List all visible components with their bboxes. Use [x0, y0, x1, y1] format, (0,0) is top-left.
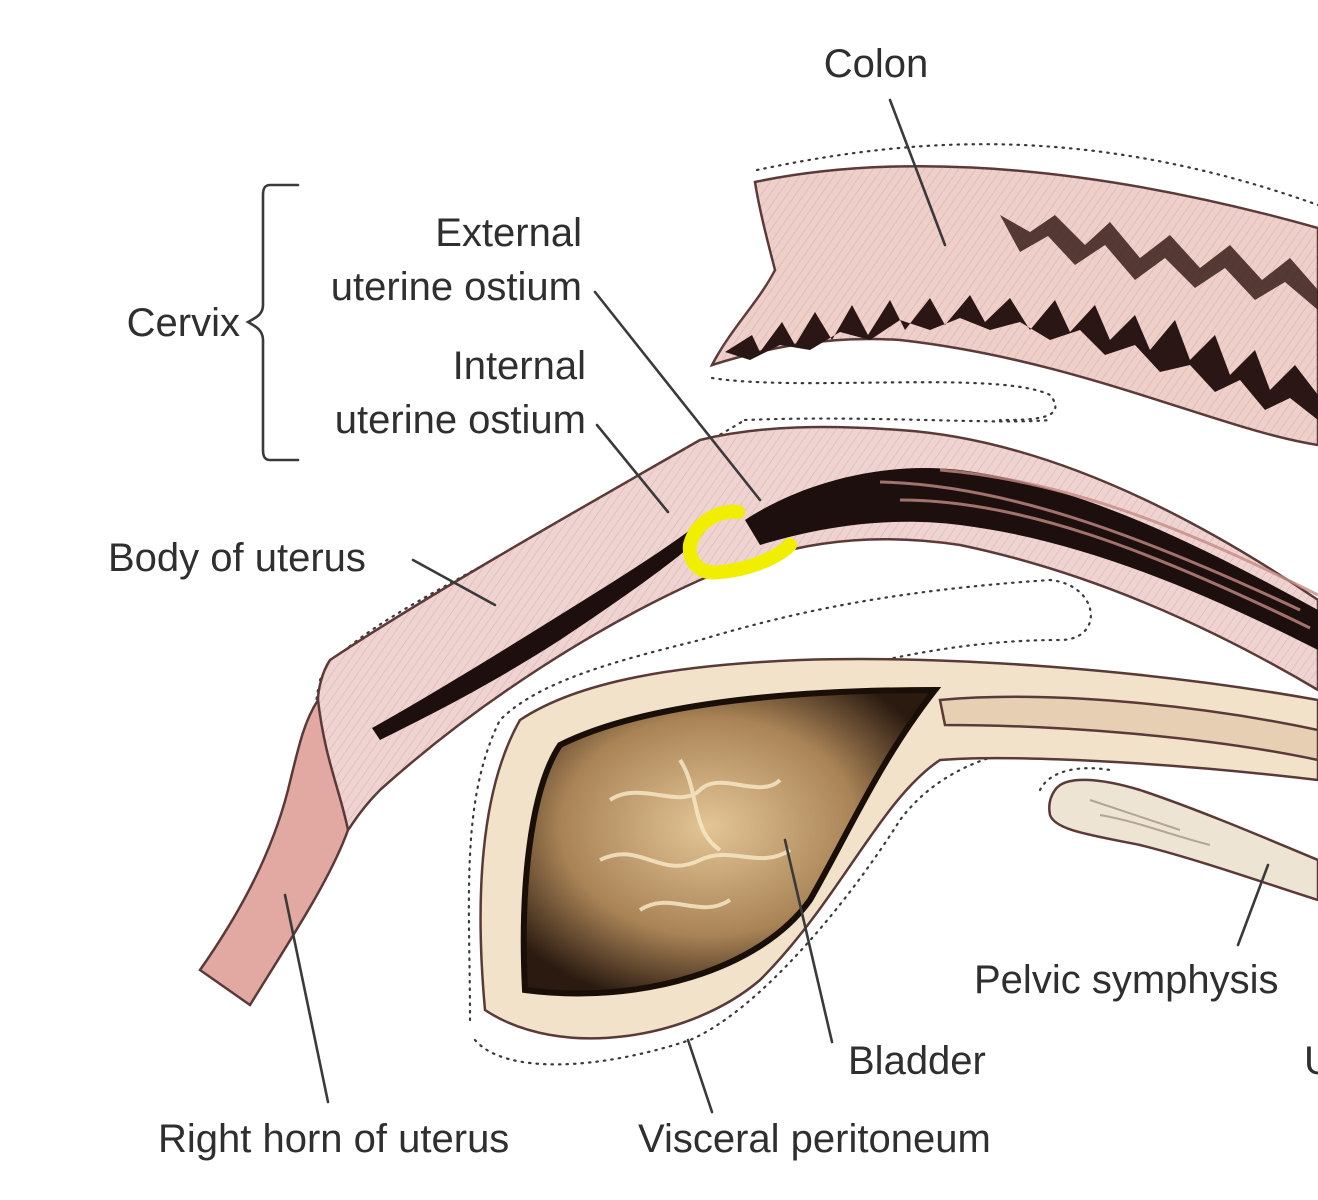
label-colon: Colon — [824, 42, 929, 86]
cervix-brace — [245, 183, 300, 462]
leader-lines — [245, 98, 1270, 1114]
bladder-mucosa-folds — [599, 758, 792, 912]
label-internal-ostium-line2: uterine ostium — [335, 398, 586, 442]
symphysis-bone — [1047, 778, 1318, 902]
label-pelvic-symphysis: Pelvic symphysis — [974, 958, 1279, 1002]
external-ostium-highlight — [682, 504, 797, 580]
colon-mucosa-folds — [725, 295, 1318, 420]
body-of-uterus-leader — [411, 558, 497, 607]
colon — [709, 143, 1318, 447]
label-bladder: Bladder — [848, 1039, 986, 1083]
urethra-stub — [938, 695, 1318, 762]
right-horn-leader — [283, 893, 330, 1104]
label-cervix: Cervix — [127, 301, 240, 345]
bladder — [479, 657, 1318, 1040]
bladder-lumen — [520, 686, 942, 997]
label-external-ostium-line1: External — [435, 211, 582, 255]
bladder-serosa-dots — [473, 743, 1062, 1066]
colon-leader — [888, 98, 947, 247]
label-body-of-uterus: Body of uterus — [108, 536, 366, 580]
label-internal-ostium-line1: Internal — [453, 344, 586, 388]
label-right-horn: Right horn of uterus — [158, 1117, 509, 1161]
cervical-canal — [745, 468, 1318, 650]
uterus — [198, 425, 1318, 1007]
label-cut-letter: U — [1304, 1039, 1318, 1083]
colon-serosa-dots — [710, 143, 1318, 422]
label-external-ostium-line2: uterine ostium — [331, 265, 582, 309]
colon-wall-hatch — [712, 166, 1318, 446]
cervical-muscle-streaks — [879, 468, 1318, 630]
pelvic-symphysis-leader — [1236, 863, 1270, 947]
internal-ostium-leader — [595, 423, 670, 514]
symphysis-dots — [1038, 767, 1112, 792]
visceral-peritoneum-leader — [686, 1038, 714, 1114]
bladder-leader — [783, 838, 834, 1044]
symphysis-texture — [1089, 799, 1211, 846]
peritoneum-outlines — [314, 417, 1112, 1066]
uterus-serosa-dots — [314, 417, 1092, 1022]
labels: Colon Cervix External uterine ostium Int… — [108, 42, 1318, 1161]
pelvic-symphysis — [1047, 778, 1318, 902]
uterine-lumen — [372, 530, 700, 740]
external-ostium-leader — [593, 290, 762, 502]
label-visceral-peritoneum: Visceral peritoneum — [638, 1117, 991, 1161]
